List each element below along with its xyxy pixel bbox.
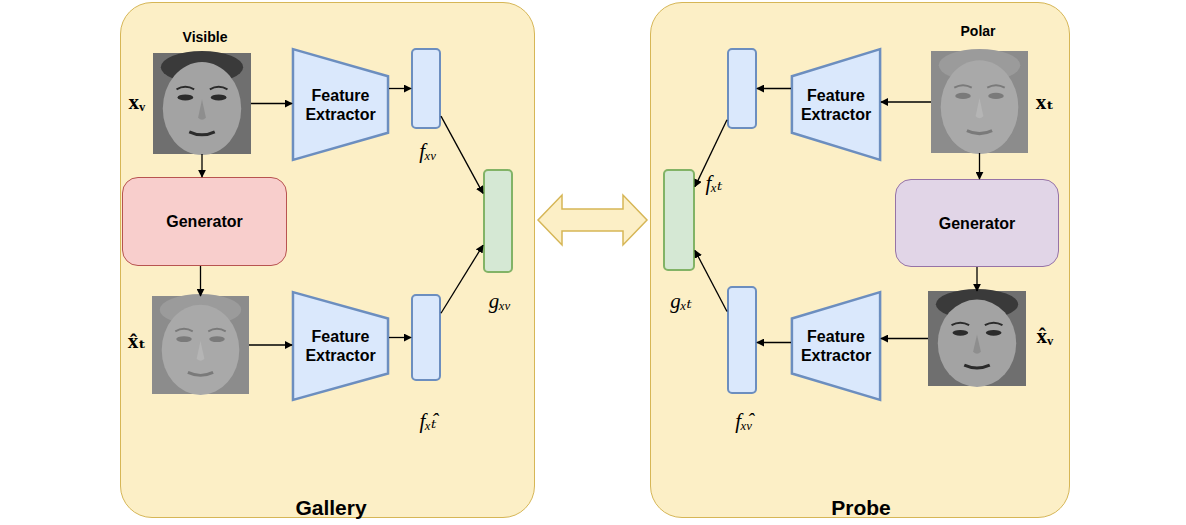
feature-vector: fₓ̂ᵥ — [727, 286, 757, 394]
face-image: Visiblexᵥ — [153, 53, 251, 154]
extractor-label: Feature Extractor — [292, 327, 389, 365]
feature-symbol: fₓᵥ — [419, 139, 437, 164]
text-holder: Generator — [896, 180, 1058, 266]
trapezoid-outline — [791, 291, 881, 401]
text-holder: Generator — [123, 178, 286, 265]
feature-extractor: Feature Extractor — [791, 48, 881, 161]
trapezoid-shape — [293, 292, 388, 400]
feature-vector: fₓ̂ₜ — [411, 294, 441, 381]
feature-symbol: fₓ̂ᵥ — [735, 409, 753, 434]
feature-symbol: fₓ̂ₜ — [420, 409, 437, 434]
generator-box: Generator — [895, 179, 1059, 267]
trapezoid-outline — [292, 48, 389, 161]
text-holder: Feature Extractor — [791, 48, 881, 161]
trapezoid-shape — [792, 292, 880, 400]
panel-title: Probe — [831, 496, 891, 520]
feature-extractor: Feature Extractor — [292, 291, 389, 401]
image-symbol: xᵥ — [129, 90, 146, 115]
extractor-label: Feature Extractor — [791, 86, 881, 124]
fused-symbol: gₓᵥ — [489, 289, 511, 314]
image-symbol: x̂ᵥ — [1037, 324, 1054, 349]
double-arrow — [538, 195, 647, 245]
fused-vector: gₓₜ — [663, 169, 695, 271]
face-illustration — [928, 291, 1026, 386]
extractor-label: Feature Extractor — [292, 86, 389, 124]
feature-vector: fₓₜ — [727, 48, 757, 129]
feature-extractor: Feature Extractor — [292, 48, 389, 161]
generator-label: Generator — [935, 214, 1019, 233]
face-image: x̂ₜ — [152, 296, 249, 394]
face-illustration — [931, 51, 1028, 153]
image-symbol: x̂ₜ — [128, 328, 146, 354]
extractor-label: Feature Extractor — [791, 327, 881, 365]
fused-vector: gₓᵥ — [483, 169, 513, 273]
fused-symbol: gₓₜ — [670, 289, 692, 314]
face-image: Polarxₜ — [931, 51, 1028, 153]
generator-box: Generator — [122, 177, 287, 266]
text-holder: Feature Extractor — [292, 291, 389, 401]
image-heading: Visible — [183, 29, 228, 45]
image-symbol: xₜ — [1036, 89, 1054, 115]
face-illustration — [153, 53, 251, 154]
face-illustration — [152, 296, 249, 394]
face-image: x̂ᵥ — [928, 291, 1026, 386]
group-panel: ProbePolarxₜFeature ExtractorfₓₜGenerato… — [650, 2, 1070, 518]
feature-extractor: Feature Extractor — [791, 291, 881, 401]
panel-title: Gallery — [295, 496, 366, 520]
trapezoid-outline — [292, 291, 389, 401]
generator-label: Generator — [162, 212, 246, 231]
feature-vector: fₓᵥ — [411, 48, 441, 129]
trapezoid-outline — [791, 48, 881, 161]
trapezoid-shape — [293, 49, 388, 160]
trapezoid-shape — [792, 49, 880, 160]
image-heading: Polar — [960, 23, 995, 39]
text-holder: Feature Extractor — [791, 291, 881, 401]
group-panel: GalleryVisiblexᵥFeature ExtractorfₓᵥGene… — [120, 2, 535, 518]
feature-symbol: fₓₜ — [706, 171, 723, 196]
text-holder: Feature Extractor — [292, 48, 389, 161]
